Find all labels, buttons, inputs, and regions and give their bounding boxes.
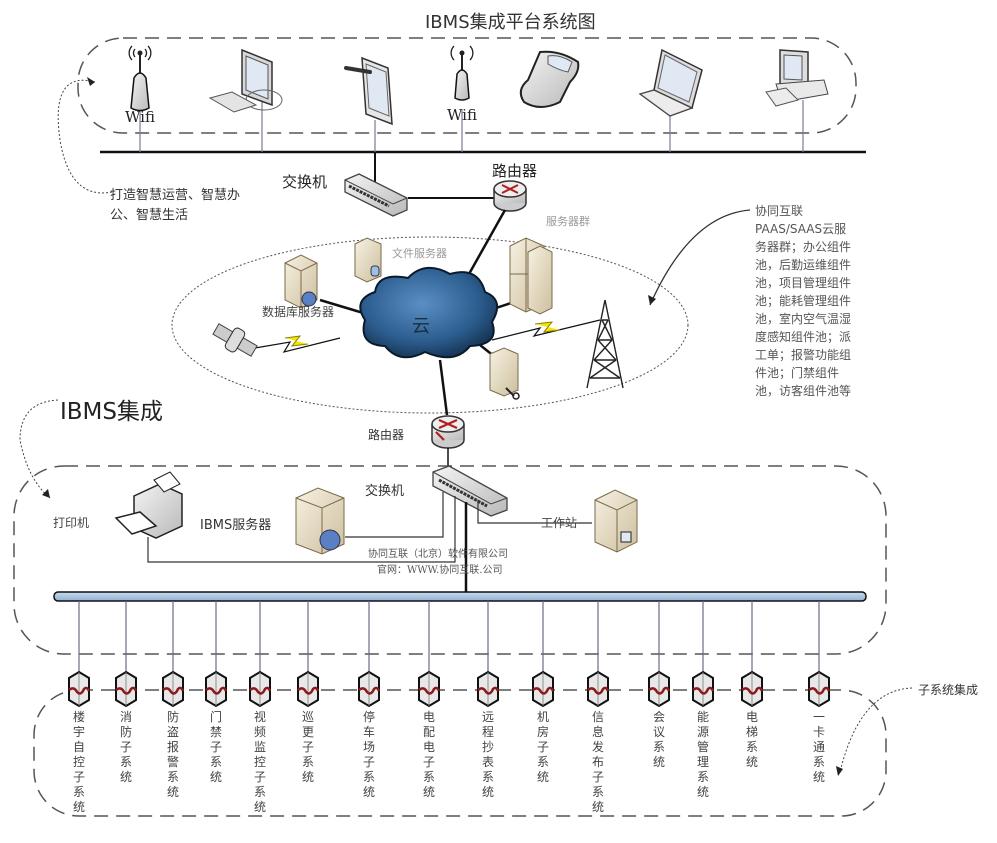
diagram-title: IBMS集成平台系统图 <box>425 12 596 33</box>
router-label-ibms: 路由器 <box>368 428 405 442</box>
desktop-pc-icon <box>765 49 829 107</box>
switch-label-top: 交换机 <box>282 173 328 191</box>
subsystem-label: 防盗报警系统 <box>166 710 179 799</box>
subsystem-label: 电梯系统 <box>745 710 758 769</box>
company-website: 官网：WWW.协同互联.公司 <box>377 565 503 576</box>
annotation-curve <box>57 79 113 194</box>
monitor-icon <box>208 48 283 113</box>
file-server-icon <box>354 237 382 283</box>
subsystem-label: 停车场子系统 <box>362 710 375 799</box>
router-icon <box>431 415 465 449</box>
router-icon <box>493 180 527 212</box>
subsystem-label: 视频监控子系统 <box>253 710 266 814</box>
company-name: 协同互联（北京）软件有限公司 <box>368 549 508 560</box>
ibms-heading: IBMS集成 <box>60 399 164 425</box>
workstation-icon <box>594 489 638 553</box>
security-server-icon <box>489 347 520 400</box>
radio-tower-icon <box>586 299 624 389</box>
ibms-server-icon <box>295 487 345 555</box>
integration-bus <box>53 591 867 602</box>
cloud-label: 云 <box>412 316 430 337</box>
subsystem-device-icon <box>162 670 185 708</box>
switch-label-ibms: 交换机 <box>365 484 405 499</box>
phone-icon <box>519 50 580 108</box>
server-cluster-icon <box>509 237 553 315</box>
subsystem-device-icon <box>808 670 831 708</box>
subsystem-device-icon <box>418 670 441 708</box>
subsystem-heading: 子系统集成 <box>918 683 979 697</box>
wifi-label-2: Wifi <box>447 106 477 124</box>
wifi-antenna-icon <box>450 45 474 101</box>
ibms-wiring <box>147 492 592 563</box>
smart-annotation: 打造智慧运营、智慧办公、智慧生活 <box>110 188 241 223</box>
subsystem-label: 楼宇自控子系统 <box>72 710 85 814</box>
db-server-label: 数据库服务器 <box>262 305 335 319</box>
subsystem-device-icon <box>532 670 555 708</box>
server-cluster-label: 服务器群 <box>546 215 590 228</box>
subsystem-device-icon <box>68 670 91 708</box>
wireless-link-icon <box>254 319 601 353</box>
subsystem-label: 会议系统 <box>652 710 665 769</box>
subsystem-device-icon <box>115 670 138 708</box>
subsystem-device-icon <box>358 670 381 708</box>
subsystem-label: 电配电子系统 <box>422 710 435 799</box>
subsystem-label: 消防子系统 <box>119 710 132 784</box>
subsystem-label: 远程抄表系统 <box>481 710 494 799</box>
cloud-icon <box>359 267 499 359</box>
subsystem-device-icon <box>692 670 715 708</box>
router-label-top: 路由器 <box>492 162 538 180</box>
ibms-server-label: IBMS服务器 <box>200 518 272 533</box>
subsystem-device-icon <box>297 670 320 708</box>
subsystem-device-icon <box>249 670 272 708</box>
subsystem-device-icon <box>741 670 764 708</box>
printer-label: 打印机 <box>53 516 90 530</box>
subsystem-label: 机房子系统 <box>536 710 549 784</box>
subsystem-label: 一卡通系统 <box>812 710 825 784</box>
printer-icon <box>114 471 183 539</box>
tablet-icon <box>344 56 393 126</box>
subsystem-device-icon <box>648 670 671 708</box>
workstation-label: 工作站 <box>541 516 578 530</box>
subsystem-device-icon <box>587 670 610 708</box>
wifi-label-1: Wifi <box>125 108 155 126</box>
laptop-icon <box>638 48 703 117</box>
switch-icon <box>432 465 508 517</box>
subsystem-device-icon <box>477 670 500 708</box>
cloud-services-note: 协同互联PAAS/SAAS云服务器群；办公组件池，后勤运维组件池，项目管理组件池… <box>755 204 852 398</box>
file-server-label: 文件服务器 <box>392 247 447 260</box>
subsystem-label: 门禁子系统 <box>209 710 222 784</box>
wifi-antenna-icon <box>128 45 152 112</box>
subsystem-device-icon <box>205 670 228 708</box>
cloud-zone <box>171 236 689 414</box>
subsystem-zone <box>33 689 887 817</box>
subsystem-label: 信息发布子系统 <box>591 710 604 814</box>
database-server-icon <box>284 254 318 309</box>
subsystem-label: 能源管理系统 <box>696 710 709 799</box>
satellite-icon <box>212 323 258 357</box>
switch-icon <box>344 173 408 217</box>
endpoint-zone <box>77 37 857 134</box>
subsystem-label: 巡更子系统 <box>301 710 314 784</box>
